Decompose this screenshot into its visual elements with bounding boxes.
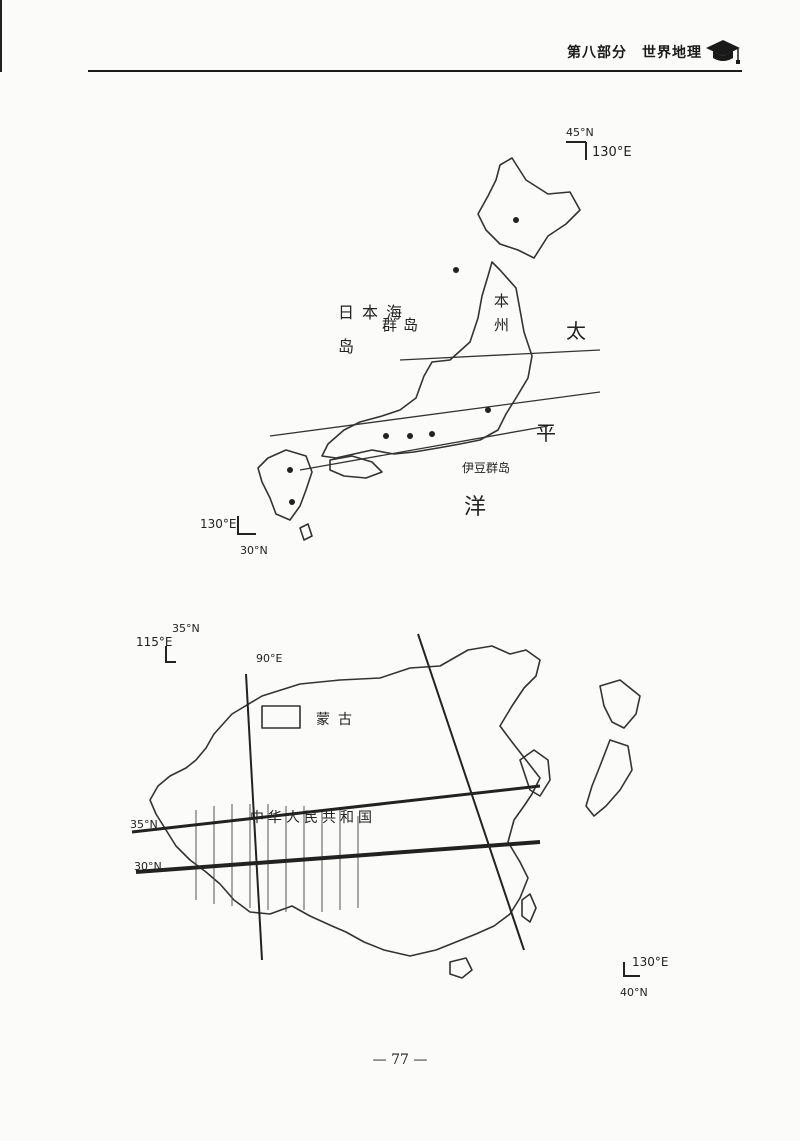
label-pacific-2: 平 [536, 421, 556, 445]
coord-30n: 30°N [240, 544, 268, 557]
hokkaido-outline [477, 157, 581, 259]
china-map: 35°N 115°E 90°E 130°E 40°N 35°N 30°N 蒙古 … [0, 610, 800, 1030]
coord-130e: 130°E [632, 955, 669, 969]
graduation-cap-icon [706, 40, 740, 64]
label-pacific-3: 洋 [464, 495, 486, 520]
coord-130e-bottom: 130°E [200, 517, 237, 531]
page-number: — 77 — [372, 1052, 428, 1068]
honshu-outline [321, 261, 533, 459]
china-outline [149, 645, 541, 957]
label-mongolia: 蒙古 [316, 712, 360, 728]
coord-90e: 90°E [256, 652, 282, 665]
kyushu-outline [257, 449, 313, 521]
header-title: 第八部分 世界地理 [567, 45, 702, 61]
label-pacific-1: 太 [566, 319, 586, 343]
coord-35n-top: 35°N [172, 622, 200, 635]
coord-35n-line: 35°N [130, 818, 158, 831]
coord-30n-line: 30°N [134, 860, 162, 873]
label-honshu-2: 州 [494, 316, 509, 334]
label-island: 岛 [338, 337, 354, 356]
coord-130e-top: 130°E [592, 145, 632, 160]
coord-40n: 40°N [620, 986, 648, 999]
binding-margin-mark [0, 0, 2, 72]
label-honshu-1: 本 [494, 292, 509, 310]
label-sea-of-japan: 日本海 [338, 303, 410, 322]
label-china: 中华人民共和国 [250, 810, 376, 826]
label-izu-islands: 伊豆群岛 [462, 460, 510, 475]
page-header: 第八部分 世界地理 [88, 34, 742, 72]
coord-45n: 45°N [566, 126, 594, 139]
japan-map: 45°N 130°E 130°E 30°N 日本海 群岛 岛 本 州 太 平 洋… [0, 110, 800, 580]
shikoku-outline [329, 455, 383, 479]
label-archipelago: 群岛 [382, 316, 424, 334]
coord-115e: 115°E [136, 635, 173, 649]
